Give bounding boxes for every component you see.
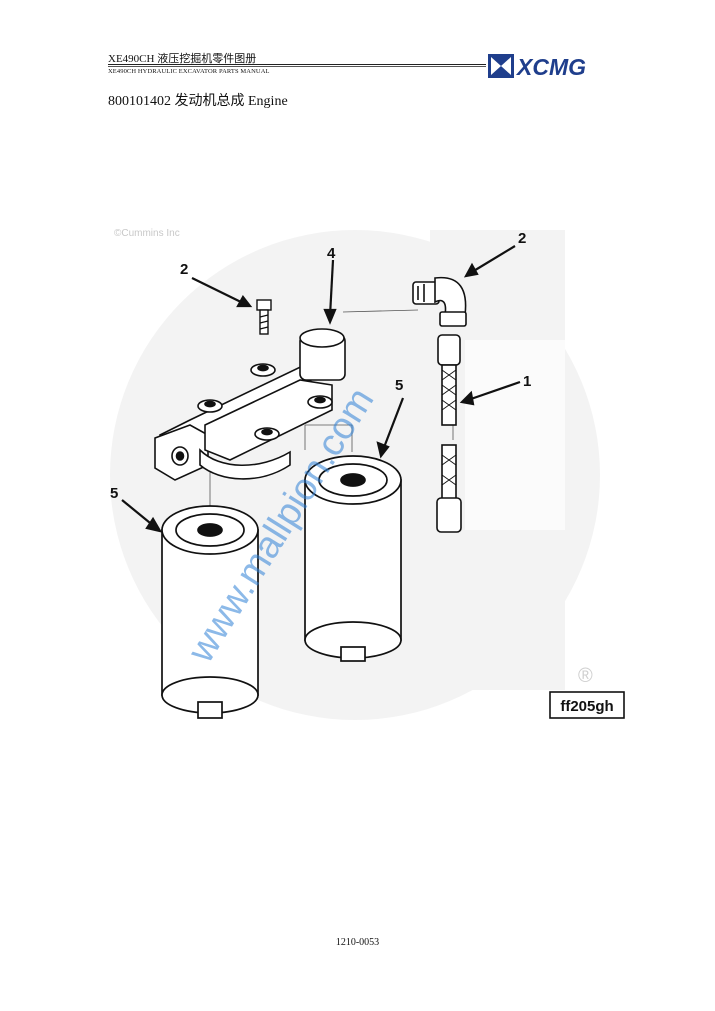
- callout-5-right: 5: [395, 377, 403, 394]
- figure-code: ff205gh: [560, 698, 613, 715]
- xcmg-logo: XCMG: [488, 54, 586, 79]
- filter-left: [161, 505, 259, 719]
- hose: [436, 334, 462, 533]
- header-title-cn: XE490CH 液压挖掘机零件图册: [108, 53, 257, 65]
- figure-code-box: [549, 691, 625, 719]
- callout-1: 1: [523, 373, 531, 390]
- filter-right: [304, 455, 402, 662]
- page-title: 800101402 发动机总成 Engine: [108, 94, 288, 109]
- header-rule: [108, 64, 486, 65]
- callout-2-right: 2: [518, 230, 526, 247]
- header-rule-thin: [108, 66, 486, 67]
- parts-diagram: ©Cummins Inc ®: [100, 220, 630, 730]
- header-title-en: XE490CH HYDRAULIC EXCAVATOR PARTS MANUAL: [108, 68, 270, 75]
- copyright-text: ©Cummins Inc: [114, 228, 180, 239]
- bolt: [256, 299, 272, 335]
- filter-head: [154, 328, 346, 481]
- page-number: 1210-0053: [335, 937, 380, 948]
- callout-5-left: 5: [110, 485, 118, 502]
- elbow-fitting: [412, 276, 467, 327]
- registered-mark: ®: [578, 665, 593, 687]
- callout-arrows: [121, 245, 521, 533]
- callout-2-left: 2: [180, 261, 188, 278]
- callout-4: 4: [327, 245, 336, 262]
- logo-text: XCMG: [515, 54, 586, 79]
